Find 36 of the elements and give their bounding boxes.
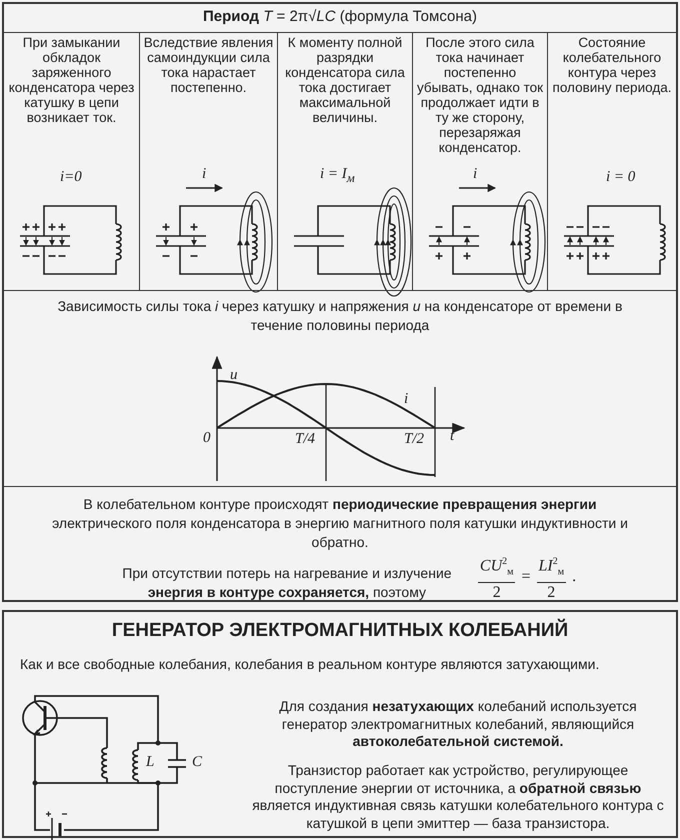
- table-cell: [413, 32, 548, 290]
- axis-label: i: [404, 391, 408, 408]
- cell-text: К моменту полной разрядки конденсатора сила тока достигает максимальной величины.: [284, 35, 406, 125]
- body-text: Транзистор работает как устройство, регулирующее поступление энергии от источника, а обратной связью является индуктивная связь катушки колебательного контура с катушкой в цепи эмиттер — база транзистора.: [251, 762, 665, 832]
- axis-label: 0: [203, 430, 210, 447]
- axis-label: T/2: [404, 431, 424, 448]
- current-label: i = 0: [606, 169, 636, 186]
- section-title: ГЕНЕРАТОР ЭЛЕКТРОМАГНИТНЫХ КОЛЕБАНИЙ: [110, 620, 570, 642]
- table-frame: [2, 2, 678, 602]
- current-label: i=0: [60, 169, 82, 186]
- axis-label: T/4: [295, 431, 316, 448]
- current-label: i = I$_{м}$: [320, 166, 355, 186]
- circuit-label: C: [192, 754, 202, 771]
- axis-label: u: [230, 367, 238, 384]
- current-label: i: [473, 166, 478, 183]
- formula-term: 2: [546, 582, 556, 602]
- cell-text: Состояние колебательного контура через половину периода.: [552, 35, 672, 95]
- cell-text: При замыкании обкладок заряженного конденсатора через катушку в цепи возникает ток.: [8, 35, 136, 125]
- body-text: Как и все свободные колебания, колебания в реальном контуре являются затухающими.: [20, 656, 600, 672]
- formula-term: 2: [492, 582, 502, 602]
- table-cell: [140, 32, 278, 290]
- text-panel: [4, 486, 676, 600]
- axis-label: t: [450, 428, 454, 445]
- body-text: В колебательном контуре происходят периодические превращения энергии электрического поля конденсатора в энергию магнитного поля катушки индуктивности и обратно.: [51, 495, 629, 552]
- title-text: Период T = 2π√LC (формула Томсона): [202, 8, 478, 25]
- info-panel: [2, 610, 678, 838]
- formula-term: =: [520, 567, 532, 586]
- cell-text: Вследствие явления самоиндукции сила тока нарастает постепенно.: [143, 35, 274, 95]
- body-text: Для создания незатухающих колебаний используется генератор электромагнитных колебаний, являющийся автоколебательной системой.: [278, 698, 638, 750]
- table-cell: [4, 32, 140, 290]
- current-label: i: [202, 166, 206, 183]
- formula-term: .: [571, 567, 578, 586]
- cell-text: После этого сила тока начинает постепенно убывать, однако ток продолжает идти в ту же сторону, перезаряжая конденсатор.: [416, 35, 544, 155]
- heading-text: Зависимость силы тока i через катушку и напряжения u на конденсаторе от времени в течение половины периода: [56, 297, 624, 335]
- body-text: При отсутствии потерь на нагревание и излучение энергия в контуре сохраняется, поэтому: [121, 564, 453, 602]
- circuit-label: L: [146, 754, 154, 771]
